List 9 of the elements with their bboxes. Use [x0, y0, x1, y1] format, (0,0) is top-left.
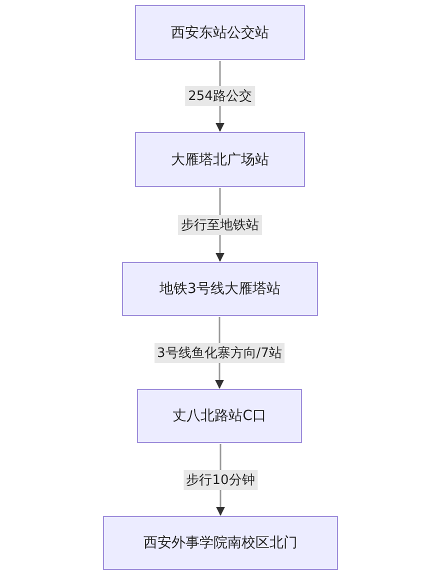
- process-box: 西安外事学院南校区北门: [103, 516, 338, 570]
- edge-label: 步行10分钟: [183, 470, 258, 490]
- process-box: 地铁3号线大雁塔站: [122, 262, 318, 316]
- edge-label: 3号线鱼化寨方向/7站: [154, 342, 285, 362]
- process-box: 大雁塔北广场站: [135, 132, 305, 187]
- process-box: 丈八北路站C口: [137, 389, 302, 443]
- edge-label: 步行至地铁站: [178, 214, 262, 234]
- process-box: 西安东站公交站: [135, 5, 305, 60]
- edge-label: 254路公交: [185, 86, 255, 106]
